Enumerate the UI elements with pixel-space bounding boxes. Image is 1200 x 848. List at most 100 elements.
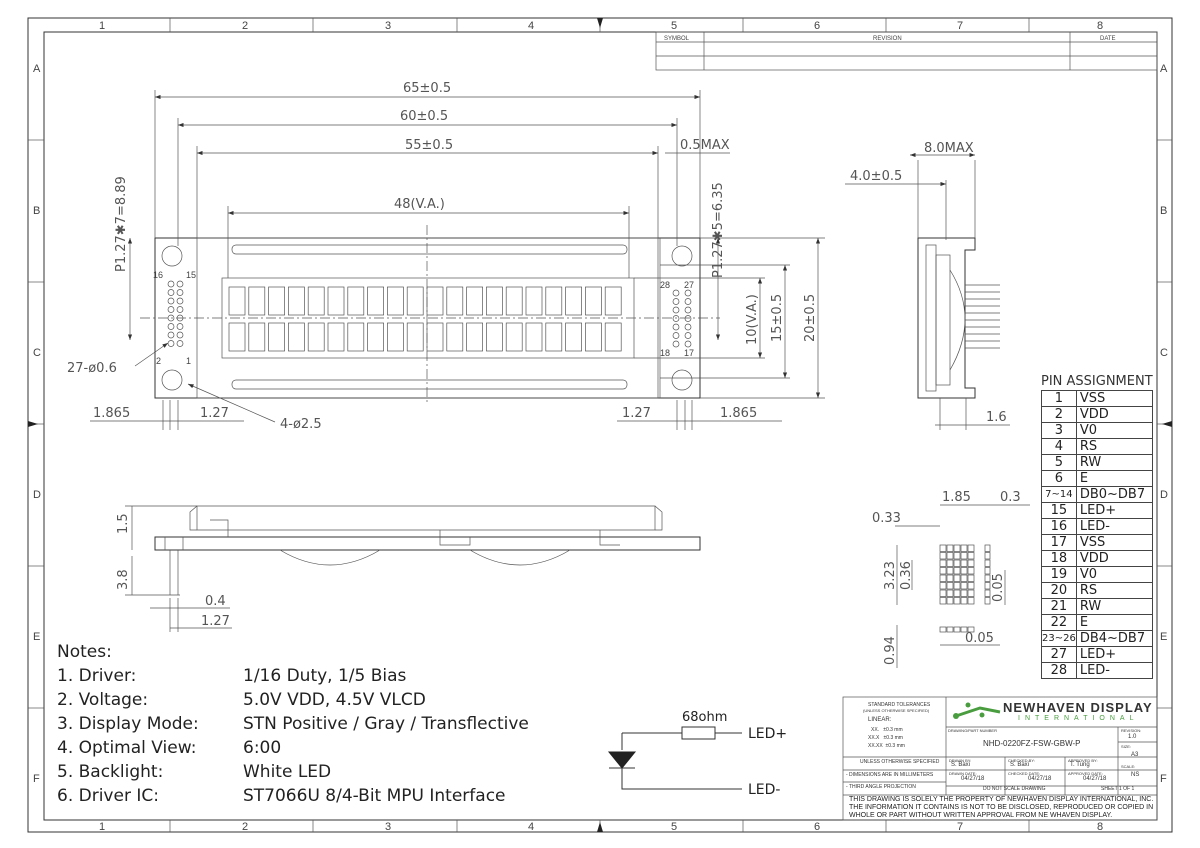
dot	[984, 582, 991, 590]
pin-signal: RW	[1075, 598, 1154, 615]
svg-text:DATE: DATE	[1100, 36, 1116, 42]
character-cell	[248, 322, 266, 352]
pin-hole	[684, 323, 692, 331]
drawn-date-label: DRAWN DATE:	[949, 771, 977, 776]
character-cell	[604, 322, 622, 352]
pin-hole	[167, 331, 175, 339]
approved-label: APPROVED BY:	[1068, 758, 1098, 763]
note-row: 2. Voltage:5.0V VDD, 4.5V VLCD	[57, 688, 529, 712]
pin-hole	[672, 315, 680, 322]
disclaimer: THIS DRAWING IS SOLELY THE PROPERTY OF N…	[849, 796, 1154, 819]
svg-text:1: 1	[99, 821, 105, 833]
dot	[946, 589, 954, 597]
pin-signal: VDD	[1075, 550, 1154, 567]
svg-text:0.36: 0.36	[899, 561, 914, 590]
pin-hole	[672, 323, 680, 331]
svg-text:D: D	[33, 489, 41, 501]
dot	[939, 589, 947, 597]
size-label: SIZE:	[1121, 744, 1132, 749]
mm-note: - DIMENSIONS ARE IN MILLIMETERS	[846, 772, 934, 778]
svg-text:17: 17	[684, 348, 694, 358]
pin-number: 1	[1041, 390, 1077, 407]
note-value: 6:00	[243, 738, 282, 758]
svg-text:1.85: 1.85	[942, 490, 971, 505]
note-row: 4. Optimal View:6:00	[57, 736, 529, 760]
character-cell	[347, 286, 365, 316]
pin-hole	[672, 340, 680, 348]
angle-note: - THIRD ANGLE PROJECTION	[846, 784, 916, 790]
character-cell	[585, 322, 602, 352]
svg-text:C: C	[1160, 347, 1168, 359]
dot	[967, 597, 975, 605]
note-row: 6. Driver IC:ST7066U 8/4-Bit MPU Interfa…	[57, 784, 529, 808]
svg-text:0.05: 0.05	[991, 573, 1006, 602]
svg-text:8: 8	[1097, 821, 1103, 833]
part-label: DRAWING/PART NUMBER	[948, 728, 997, 733]
character-cell	[505, 286, 523, 316]
character-cell	[387, 322, 404, 352]
note-row: 5. Backlight:White LED	[57, 760, 529, 784]
pin-hole	[684, 289, 692, 297]
scale-label: SCALE:	[1121, 764, 1136, 769]
svg-text:0.5MAX: 0.5MAX	[680, 138, 730, 153]
character-cell	[604, 286, 622, 316]
dot	[960, 567, 968, 575]
pin-hole	[167, 289, 175, 296]
character-cell	[347, 322, 365, 352]
pin-signal: LED+	[1075, 646, 1154, 663]
svg-text:1.27: 1.27	[200, 406, 229, 421]
pin-hole	[176, 289, 184, 296]
svg-text:3: 3	[385, 20, 391, 32]
unless-note: UNLESS OTHERWISE SPECIFIED	[860, 759, 940, 765]
dot	[946, 567, 954, 575]
dot	[967, 559, 975, 567]
dot	[960, 559, 968, 567]
svg-text:5: 5	[671, 821, 677, 833]
dot	[984, 597, 991, 605]
svg-text:P1.27✱5=6.35: P1.27✱5=6.35	[711, 182, 726, 278]
svg-text:65±0.5: 65±0.5	[403, 81, 451, 96]
character-cell	[565, 322, 582, 352]
pin-hole	[684, 340, 692, 348]
dot	[953, 597, 961, 605]
svg-text:8: 8	[1097, 20, 1103, 32]
dot	[960, 552, 968, 560]
svg-text:3.23: 3.23	[883, 561, 898, 590]
checked-date: 04/27/18	[1028, 776, 1052, 782]
note-key: 6. Driver IC:	[57, 786, 159, 806]
dot	[953, 567, 961, 575]
svg-text:4: 4	[528, 20, 534, 32]
svg-text:B: B	[1160, 205, 1167, 217]
dot	[939, 552, 947, 560]
pin-hole	[176, 331, 184, 339]
svg-text:8.0MAX: 8.0MAX	[924, 141, 974, 156]
part-number: NHD-0220FZ-FSW-GBW-P	[983, 739, 1081, 748]
dot	[984, 589, 991, 597]
dot	[953, 552, 961, 560]
svg-text:28: 28	[660, 280, 670, 290]
dot	[984, 552, 991, 560]
dot	[984, 567, 991, 575]
svg-text:60±0.5: 60±0.5	[400, 109, 448, 124]
svg-text:7: 7	[957, 20, 963, 32]
svg-text:P1.27✱7=8.89: P1.27✱7=8.89	[114, 176, 129, 272]
dot	[967, 589, 975, 597]
character-cell	[466, 322, 483, 352]
dot	[967, 567, 975, 575]
pin-signal: RS	[1075, 438, 1154, 455]
revision-label: REVISION:	[1121, 728, 1142, 733]
pin-number: 18	[1041, 550, 1077, 567]
